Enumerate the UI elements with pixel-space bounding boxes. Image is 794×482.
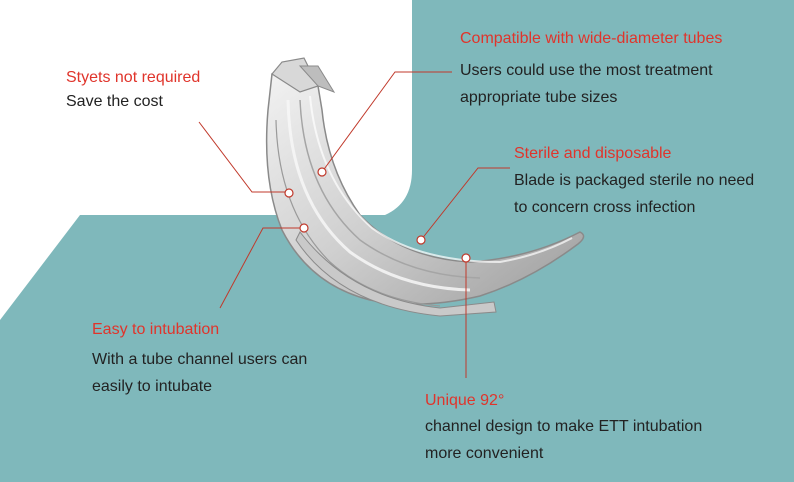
callout-desc-line: Users could use the most treatment [460, 62, 713, 79]
callout-desc-line: easily to intubate [92, 378, 213, 395]
callout-leaders [198, 71, 510, 378]
callout-desc-compatible: Users could use the most treatment appro… [460, 57, 713, 111]
callout-dots [284, 167, 471, 263]
callout-desc-line: more convenient [425, 445, 544, 462]
leader-sterile [420, 167, 510, 241]
callout-title-styets: Styets not required [66, 69, 201, 86]
leader-styets [198, 121, 289, 193]
callout-desc-line: channel design to make ETT intubation [425, 418, 703, 435]
callout-desc-styets: Save the cost [66, 88, 163, 115]
callout-desc-line: Save the cost [66, 93, 163, 110]
dot-compatible [317, 167, 327, 177]
callout-desc-unique: channel design to make ETT intubation mo… [425, 413, 702, 467]
callout-title-unique: Unique 92° [425, 392, 505, 409]
callout-desc-line: to concern cross infection [514, 199, 696, 216]
callout-desc-easy: With a tube channel users can easily to … [92, 346, 307, 400]
callout-title-compatible: Compatible with wide-diameter tubes [460, 30, 723, 47]
leader-easy [219, 227, 304, 309]
callout-desc-line: With a tube channel users can [92, 351, 308, 368]
leader-compatible [321, 71, 452, 173]
dot-unique [461, 253, 471, 263]
dot-sterile [416, 235, 426, 245]
dot-styets [284, 188, 294, 198]
callout-desc-sterile: Blade is packaged sterile no need to con… [514, 167, 754, 221]
callout-title-sterile: Sterile and disposable [514, 145, 672, 162]
callout-desc-line: appropriate tube sizes [460, 89, 618, 106]
dot-easy [299, 223, 309, 233]
callout-title-easy: Easy to intubation [92, 321, 220, 338]
laryngoscope-blade-image [265, 57, 585, 317]
callout-desc-line: Blade is packaged sterile no need [514, 172, 755, 189]
